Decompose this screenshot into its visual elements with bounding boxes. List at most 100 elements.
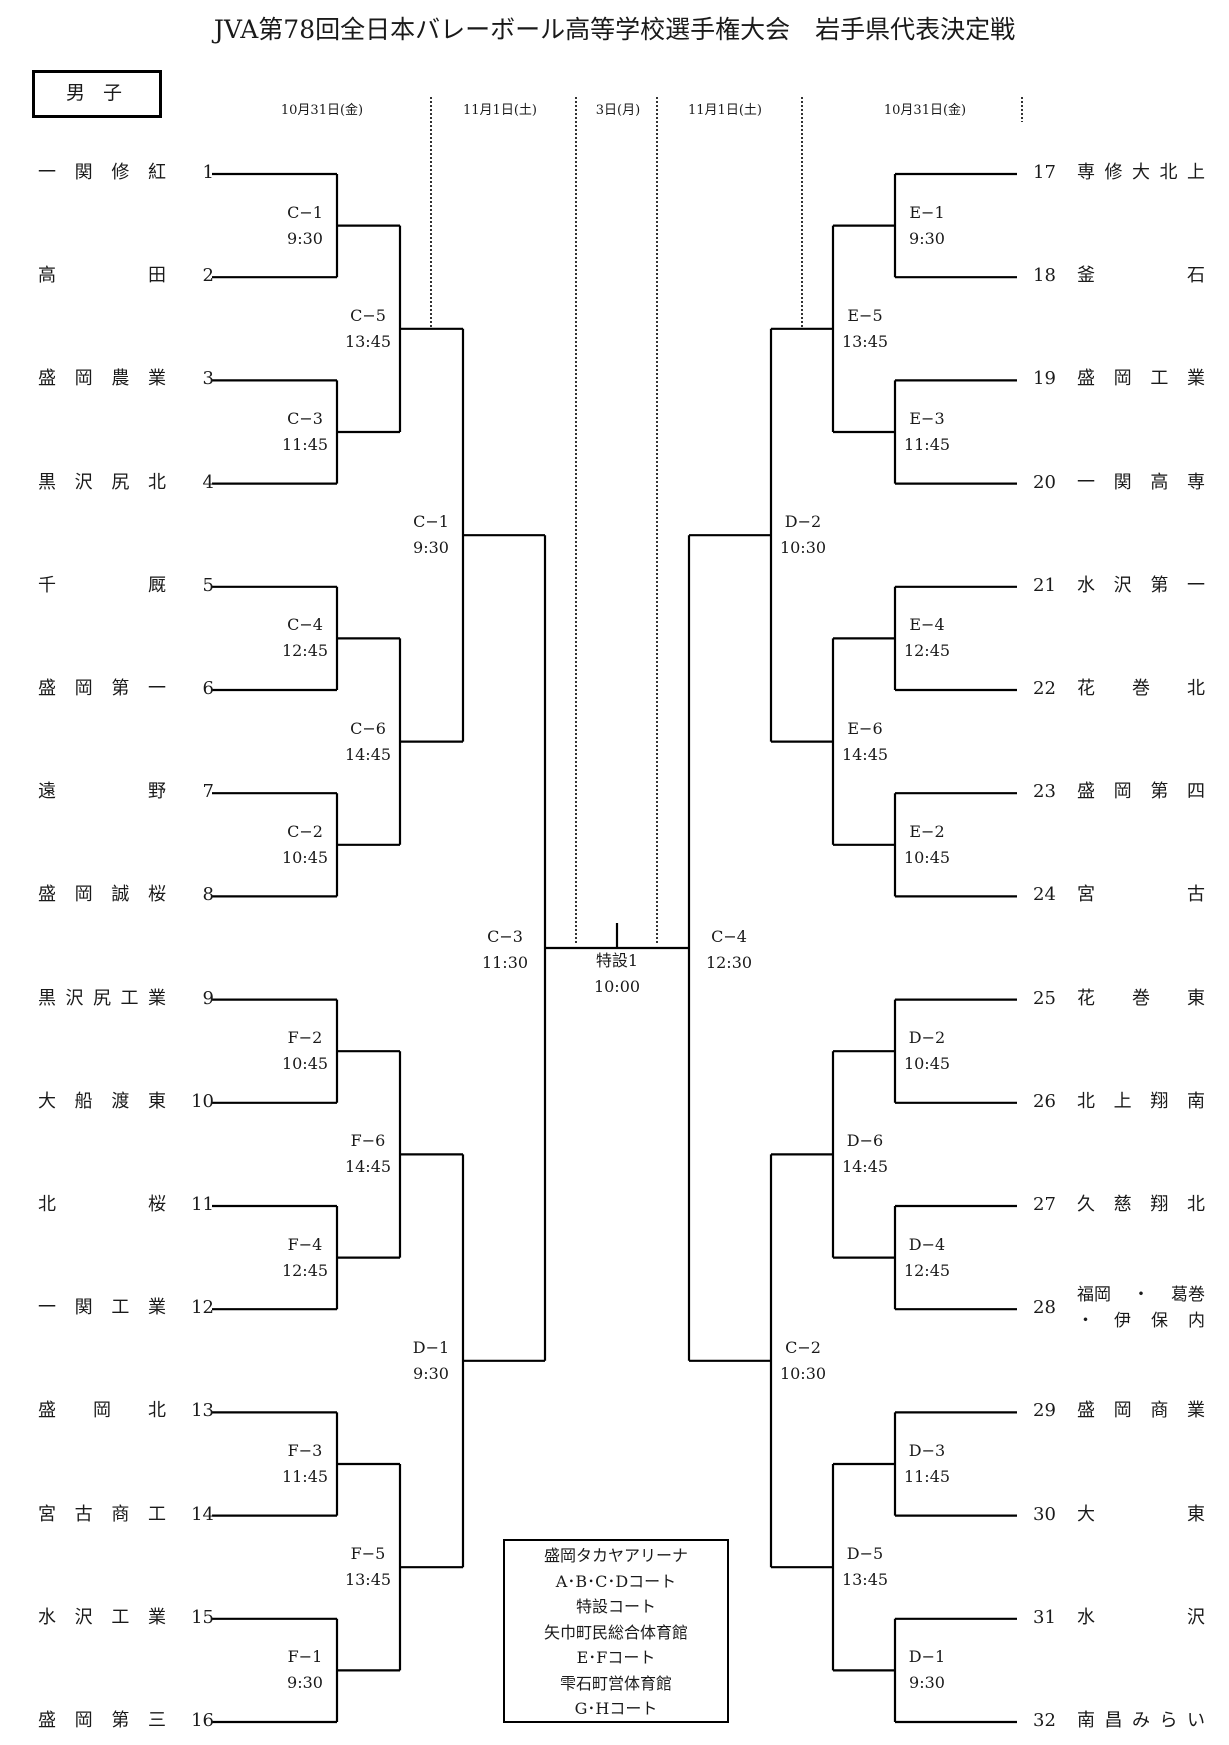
team-seed: 19 bbox=[1033, 368, 1056, 390]
team-name-char: 商 bbox=[1150, 1400, 1169, 1422]
team-name-char: 北 bbox=[1187, 678, 1205, 699]
team-name-char: 関 bbox=[74, 1297, 93, 1319]
team-name-char: 水 bbox=[1077, 574, 1095, 596]
match-time: 10:45 bbox=[281, 1054, 329, 1074]
match-time: 14:45 bbox=[344, 1157, 392, 1177]
match-code: E−6 bbox=[847, 718, 883, 738]
team-seed: 27 bbox=[1033, 1194, 1056, 1215]
match-code: D−1 bbox=[908, 1647, 946, 1667]
team-seed: 1 bbox=[202, 162, 214, 183]
match-time: 10:30 bbox=[779, 1363, 827, 1383]
match-time: 14:45 bbox=[841, 744, 889, 764]
team-seed: 21 bbox=[1033, 574, 1056, 596]
team-name-char: 一 bbox=[38, 1297, 56, 1319]
match-code: C−2 bbox=[785, 1337, 821, 1357]
match-code: E−1 bbox=[909, 202, 945, 222]
match-code: E−5 bbox=[847, 305, 883, 325]
team-name-char: 宮 bbox=[1077, 884, 1095, 906]
team-name-char: 翔 bbox=[1150, 1194, 1169, 1215]
team-name-char: ら bbox=[1159, 1710, 1178, 1731]
match-time: 11:30 bbox=[481, 953, 529, 972]
match-code: C−3 bbox=[487, 927, 523, 946]
team-name-char: 慈 bbox=[1113, 1194, 1132, 1215]
team-name-char: 岡 bbox=[1113, 781, 1132, 803]
team-name-char: 翔 bbox=[1150, 1090, 1169, 1112]
match-label: C−2 10:30 bbox=[773, 1335, 833, 1387]
team-name-char: 上 bbox=[1187, 162, 1205, 183]
team-name: 遠野 bbox=[38, 780, 166, 804]
team-name-char: い bbox=[1187, 1710, 1205, 1731]
team-name-char: 黒 bbox=[38, 471, 56, 493]
match-time: 14:45 bbox=[841, 1157, 889, 1177]
team-name: 盛岡工業 bbox=[1077, 367, 1205, 391]
team-name-char: 業 bbox=[147, 368, 166, 390]
match-code: E−4 bbox=[909, 615, 945, 635]
team-name: 盛岡第三 bbox=[38, 1709, 166, 1733]
team-seed: 29 bbox=[1033, 1400, 1056, 1422]
match-code: F−4 bbox=[287, 1234, 323, 1254]
team-name-char: 業 bbox=[148, 987, 166, 1009]
team-seed: 22 bbox=[1033, 678, 1056, 699]
match-code: F−2 bbox=[287, 1028, 323, 1048]
team-name-char: 沢 bbox=[1113, 574, 1132, 596]
team-seed: 9 bbox=[202, 987, 214, 1009]
team-name-char: 盛 bbox=[38, 1400, 56, 1422]
team-seed: 8 bbox=[202, 884, 214, 906]
team-name-char: 岡 bbox=[1113, 1400, 1132, 1422]
match-time: 14:45 bbox=[344, 744, 392, 764]
team-seed: 31 bbox=[1033, 1606, 1056, 1628]
team-name-char: 岡 bbox=[74, 884, 93, 906]
team-name-char: 盛 bbox=[1077, 1400, 1095, 1422]
team-name-char: 四 bbox=[1186, 781, 1205, 803]
team-name-char: 黒 bbox=[38, 987, 56, 1009]
match-time: 11:45 bbox=[281, 1467, 329, 1486]
team-name-char: 北 bbox=[148, 1400, 166, 1422]
team-name: 盛岡商業 bbox=[1077, 1399, 1205, 1423]
team-seed: 2 bbox=[202, 265, 214, 287]
match-time: 9:30 bbox=[909, 228, 945, 248]
team-name-char: 東 bbox=[147, 1090, 166, 1112]
team-name-char: 工 bbox=[111, 1297, 130, 1319]
match-code: D−5 bbox=[846, 1544, 884, 1564]
team-name-char: 盛 bbox=[1077, 781, 1095, 803]
match-time: 11:45 bbox=[903, 435, 951, 454]
team-name-char: 伊 bbox=[1114, 1311, 1131, 1332]
venue-line: 特設コート bbox=[575, 1597, 656, 1616]
match-code: D−4 bbox=[908, 1234, 946, 1254]
match-label: C−3 11:30 bbox=[475, 924, 535, 976]
team-name-char: 第 bbox=[1150, 781, 1169, 803]
match-code: C−6 bbox=[350, 718, 386, 738]
team-name: 盛岡第四 bbox=[1077, 780, 1205, 804]
venue-legend: 盛岡タカヤアリーナ A･B･C･Dコート 特設コート 矢巾町民総合体育館 E･F… bbox=[503, 1539, 729, 1723]
match-code: C−5 bbox=[350, 305, 386, 325]
team-entry: 27 久慈翔北 bbox=[1033, 1193, 1223, 1217]
team-name-char: 野 bbox=[148, 781, 166, 803]
team-name-char: 宮 bbox=[38, 1503, 56, 1525]
team-name: 釜石 bbox=[1077, 264, 1205, 288]
division-label: 男 子 bbox=[32, 70, 162, 118]
date-header-left-r1: 10月31日(金) bbox=[280, 103, 364, 118]
team-name-char: 南 bbox=[1077, 1710, 1095, 1731]
team-seed: 15 bbox=[191, 1606, 214, 1628]
team-name: 北桜 bbox=[38, 1193, 166, 1217]
team-name-char: 桜 bbox=[148, 1194, 166, 1215]
match-code: C−4 bbox=[287, 615, 323, 635]
team-name: 久慈翔北 bbox=[1077, 1193, 1205, 1217]
team-name-char: 上 bbox=[1113, 1090, 1132, 1112]
